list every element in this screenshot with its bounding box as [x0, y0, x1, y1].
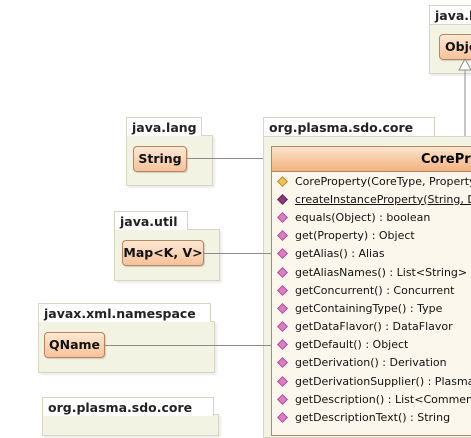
operation-row[interactable]: equals(Object) : boolean — [272, 208, 471, 226]
operation-row[interactable]: CoreProperty(CoreType, Property — [272, 172, 471, 190]
class-map[interactable]: Map<K, V> — [122, 240, 204, 266]
operation-label: getDerivation() : Derivation — [295, 356, 447, 370]
operation-label: getDataFlavor() : DataFlavor — [295, 320, 453, 334]
method-icon — [277, 339, 288, 351]
operation-label: createInstanceProperty(String, D — [295, 192, 471, 206]
operation-row[interactable]: getDerivationSupplier() : Plasma — [272, 372, 471, 390]
package-org-plasma-sdo-core-bottom — [42, 414, 219, 436]
package-tab-org-plasma-sdo-core: org.plasma.sdo.core — [263, 117, 435, 136]
association-line-qname — [105, 345, 271, 346]
package-tab-java-util: java.util — [114, 211, 188, 230]
operation-row[interactable]: getContainingType() : Type — [272, 299, 471, 317]
operation-label: CoreProperty(CoreType, Property — [295, 174, 471, 188]
operation-row[interactable]: getConcurrent() : Concurrent — [272, 281, 471, 299]
operations-list: CoreProperty(CoreType, Property createIns… — [272, 172, 471, 427]
method-icon — [277, 284, 288, 296]
method-icon — [277, 321, 288, 333]
operation-label: getAliasNames() : List<String> — [295, 265, 468, 279]
operation-row[interactable]: getDescriptionText() : String — [272, 408, 471, 426]
method-icon — [277, 302, 288, 314]
operation-row[interactable]: getDataFlavor() : DataFlavor — [272, 318, 471, 336]
constructor-icon — [277, 175, 288, 187]
operation-label: getContainingType() : Type — [295, 301, 443, 315]
static-method-icon — [277, 193, 288, 205]
operation-label: getDefault() : Object — [295, 338, 409, 352]
class-qname[interactable]: QName — [44, 332, 105, 358]
operation-label: getDerivationSupplier() : Plasma — [295, 374, 471, 388]
operation-label: getDescription() : List<Commen — [295, 392, 471, 406]
class-coreproperty-title: CorePr — [272, 147, 471, 172]
method-icon — [277, 375, 288, 387]
operation-row[interactable]: getAliasNames() : List<String> — [272, 263, 471, 281]
method-icon — [277, 412, 288, 423]
class-string[interactable]: String — [133, 146, 187, 172]
operation-label: getAlias() : Alias — [295, 247, 385, 261]
method-icon — [277, 212, 288, 223]
class-object[interactable]: Object — [439, 34, 471, 60]
operation-row[interactable]: getDescription() : List<Commen — [272, 390, 471, 408]
method-icon — [277, 357, 288, 369]
association-line-string — [187, 158, 271, 159]
method-icon — [277, 266, 288, 278]
operation-row[interactable]: get(Property) : Object — [272, 227, 471, 245]
association-line-map — [204, 253, 271, 254]
method-icon — [277, 248, 288, 260]
method-icon — [277, 393, 288, 405]
class-coreproperty[interactable]: CorePr CoreProperty(CoreType, Property cr… — [271, 146, 471, 436]
operation-row[interactable]: getAlias() : Alias — [272, 245, 471, 263]
operation-label: get(Property) : Object — [295, 229, 415, 243]
package-tab-java-lang: java.lang — [126, 117, 202, 136]
package-tab-java-lang-top: java.lang — [429, 5, 471, 24]
operation-label: equals(Object) : boolean — [295, 210, 431, 224]
package-tab-javax-xml-namespace: javax.xml.namespace — [38, 303, 211, 322]
operation-row[interactable]: createInstanceProperty(String, D — [272, 190, 471, 208]
operation-label: getConcurrent() : Concurrent — [295, 283, 455, 297]
operation-row[interactable]: getDerivation() : Derivation — [272, 354, 471, 372]
operation-row[interactable]: getDefault() : Object — [272, 336, 471, 354]
method-icon — [277, 230, 288, 242]
package-tab-org-plasma-sdo-core-bottom: org.plasma.sdo.core — [42, 397, 214, 416]
generalization-arrow — [458, 57, 471, 148]
operation-label: getDescriptionText() : String — [295, 411, 451, 425]
